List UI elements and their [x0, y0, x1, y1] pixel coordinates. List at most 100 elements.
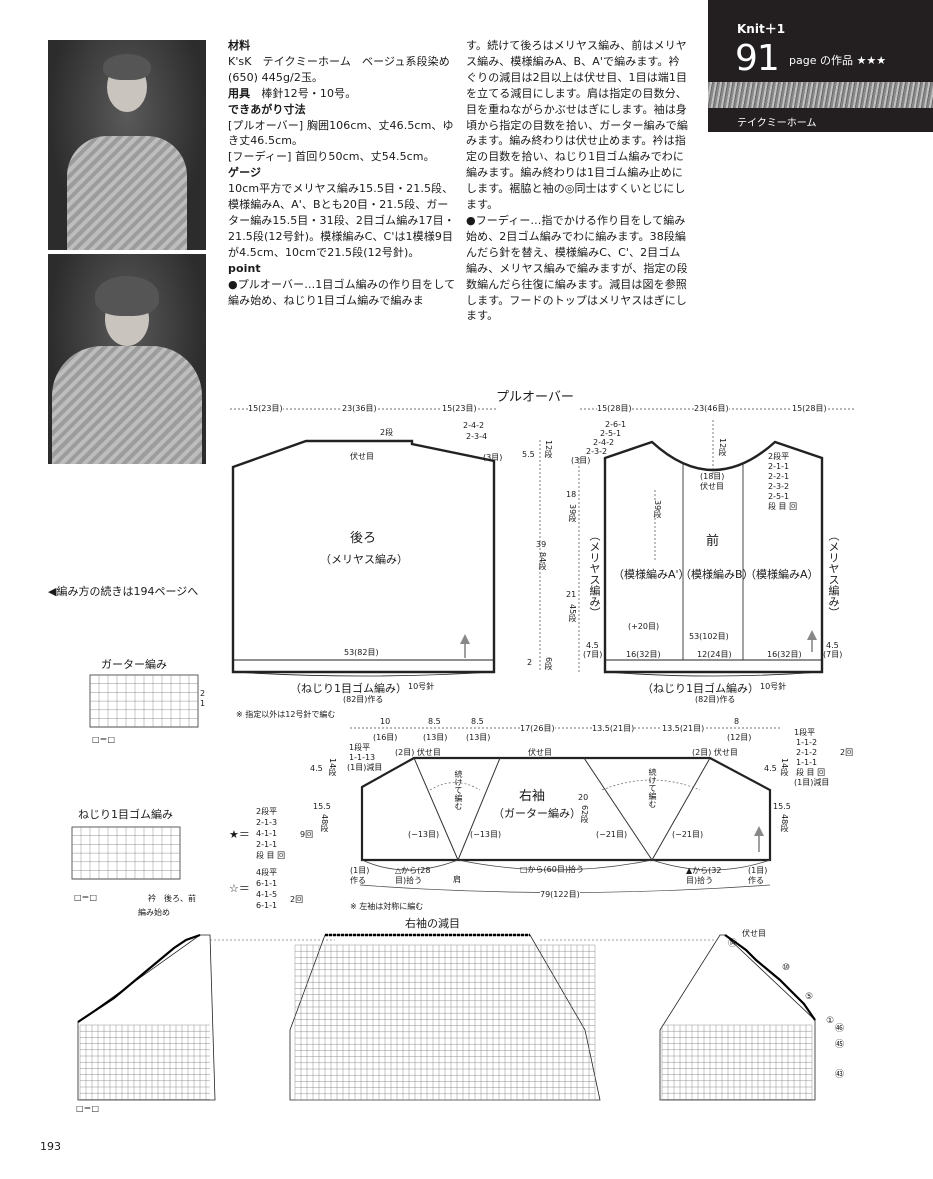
- front-left-h1: 18: [566, 490, 577, 499]
- back-dec-2: 2-3-4: [466, 432, 488, 441]
- sleeve-center-h: 20: [578, 793, 589, 802]
- front-pat-a: （模様編みA）: [745, 568, 819, 581]
- yarn-name: テイクミーホーム: [737, 118, 817, 129]
- front-edge-r: 4.5: [826, 641, 839, 650]
- sleeve-center-h-rows: 62段: [580, 805, 589, 824]
- sleeve-dec-l2: 1-1-13: [349, 753, 376, 762]
- sleeve-m13b: (−13目): [470, 830, 502, 839]
- star-white-times: 2回: [290, 895, 304, 904]
- heading-gauge: ゲージ: [228, 166, 262, 180]
- sleeve-dec-r2: 1-1-2: [796, 738, 818, 747]
- instruction-text-a: す。続けて後ろはメリヤス編み、前はメリヤス編み、模様編みA、B、A'で編みます。…: [466, 39, 688, 212]
- back-bind: 伏せ目: [350, 452, 374, 461]
- garter-row-label-2: 1: [200, 699, 206, 708]
- rib-title: ねじり1目ゴム編み: [78, 808, 173, 821]
- sleeve-dec-mark-7: ㊸: [835, 1070, 845, 1080]
- garter-row-label: 2: [200, 689, 206, 698]
- sleeve-dec-legend: □＝□: [76, 1104, 100, 1113]
- sleeve-dec-r3: 2-1-2: [796, 748, 818, 757]
- heading-tools: 用具: [228, 86, 251, 100]
- size-pullover: [プルオーバー] 胸囲106cm、丈46.5cm、ゆき丈46.5cm。: [228, 118, 454, 148]
- sleeve-make-l: (1目)作る: [350, 866, 370, 885]
- sleeve-dec-mark-3: ⑤: [805, 992, 814, 1002]
- sleeve-dec-r6: (1目)減目: [794, 778, 830, 787]
- front-dec-r4: 2-3-2: [768, 482, 790, 491]
- star-black-2: 2-1-3: [256, 818, 278, 827]
- front-dec-l1: 2-6-1: [605, 420, 627, 429]
- back-dec-1: 2-4-2: [463, 421, 485, 430]
- back-dec-3: (3目): [483, 453, 503, 462]
- sleeve-make-r: (1目)作る: [748, 866, 768, 885]
- sleeve-pick-c: □から(60目)拾う: [520, 865, 584, 874]
- front-edge-l-sts: (7目): [583, 650, 603, 659]
- model-photo-hoodie: [48, 254, 206, 464]
- star-black-4: 2-1-1: [256, 840, 278, 849]
- sleeve-tw-5: 13.5(21目): [592, 724, 635, 734]
- sleeve-tw-3: 8.5: [471, 717, 484, 726]
- back-h-rib-rows: 6段: [544, 657, 553, 671]
- yarn-sample-image: [708, 82, 933, 108]
- front-width53: 53(102目): [689, 632, 729, 641]
- back-h-total-rows: 84段: [538, 552, 547, 571]
- front-plus: (+20目): [628, 622, 660, 631]
- front-dec-l3: 2-4-2: [593, 438, 615, 447]
- back-w-mid: 23(36目): [342, 404, 377, 414]
- front-left-h1-rows: 39段: [568, 504, 577, 523]
- sleeve-decrease-charts: [77, 933, 816, 1101]
- star-black-1: 2段平: [256, 807, 278, 816]
- front-needle: 10号針: [760, 682, 787, 691]
- star-black-5: 段 目 回: [256, 851, 286, 860]
- back-stitch: （メリヤス編み）: [320, 553, 408, 566]
- front-dec-r1: 2段平: [768, 452, 790, 461]
- sleeve-right-h: 4.5: [764, 764, 777, 773]
- sleeve-dec-r5: 段 目 回: [796, 768, 826, 777]
- sleeve-tw-6: 13.5(21目): [662, 724, 705, 734]
- sleeve-ts-3: (13目): [466, 733, 491, 742]
- materials-column: 材料 K'sK テイクミーホーム ベージュ系段染め(650) 445g/2玉。 …: [228, 38, 456, 308]
- front-dec-l5: (3目): [571, 456, 591, 465]
- front-dec-r6: 段 目 回: [768, 502, 798, 511]
- gauge-text: 10cm平方でメリヤス編み15.5目・21.5段、模様編みA、A'、Bとも20目…: [228, 182, 455, 259]
- instructions-column: す。続けて後ろはメリヤス編み、前はメリヤス編み、模様編みA、B、A'で編みます。…: [466, 38, 688, 324]
- front-center-bind: (18目)伏せ目: [700, 472, 725, 491]
- heading-point: point: [228, 261, 261, 275]
- sleeve-stitch: （ガーター編み）: [493, 807, 581, 820]
- sleeve-dec-r4: 1-1-1: [796, 758, 818, 767]
- rib-start: 編み始め: [138, 908, 170, 917]
- front-cast-on: (82目)作る: [695, 695, 736, 704]
- sleeve-dec-title: 右袖の減目: [405, 917, 460, 930]
- front-left-h2: 21: [566, 590, 577, 599]
- sleeve-bind-c: 伏せ目: [528, 748, 552, 757]
- back-bottom-width: 53(82目): [344, 648, 379, 657]
- front-rib: （ねじり1目ゴム編み）: [642, 682, 759, 695]
- continue-note: ◀編み方の続きは194ページへ: [48, 585, 199, 598]
- front-seg3: 16(32目): [767, 650, 802, 659]
- sleeve-right-h-rows: 14段: [780, 758, 789, 777]
- back-h-total: 39: [536, 540, 547, 549]
- sleeve-ts-7: (12目): [727, 733, 752, 742]
- front-pat-b: （模様編みB）: [680, 568, 754, 581]
- front-dec-r2: 2-1-1: [768, 462, 790, 471]
- back-w-right: 15(23目): [442, 404, 477, 414]
- back-needle: 10号針: [408, 682, 435, 691]
- sleeve-pick-r: ▲から(32目)拾う: [686, 866, 722, 885]
- page-number: 193: [40, 1140, 61, 1153]
- front-side-left: （メリヤス編み）: [588, 530, 601, 618]
- heading-material: 材料: [228, 39, 251, 52]
- project-badge: Knit＋1 91 page の作品 ★★★ テイクミーホーム: [708, 0, 933, 132]
- front-seg2: 12(24目): [697, 650, 732, 659]
- sleeve-note: ※ 左袖は対称に編む: [350, 902, 424, 911]
- sleeve-dec-mark-6: ㊺: [835, 1040, 845, 1050]
- sleeve-dec-mark-1: ⑭: [728, 939, 738, 949]
- back-w-left: 15(23目): [248, 404, 283, 414]
- sleeve-tw-4: 17(26目): [520, 724, 555, 734]
- point-text-a: ●プルオーバー…1目ゴム編みの作り目をして編み始め、ねじり1目ゴム編みで編みま: [228, 277, 456, 307]
- back-rib: （ねじり1目ゴム編み）: [290, 682, 407, 695]
- sleeve-dec-l1: 1段平: [349, 743, 371, 752]
- project-number: 91: [735, 38, 780, 79]
- front-side-right: （メリヤス編み）: [827, 530, 840, 618]
- front-center-rows: 12段: [718, 438, 727, 457]
- sleeve-left-h2: 15.5: [313, 802, 331, 811]
- star-white-1: 4段平: [256, 868, 278, 877]
